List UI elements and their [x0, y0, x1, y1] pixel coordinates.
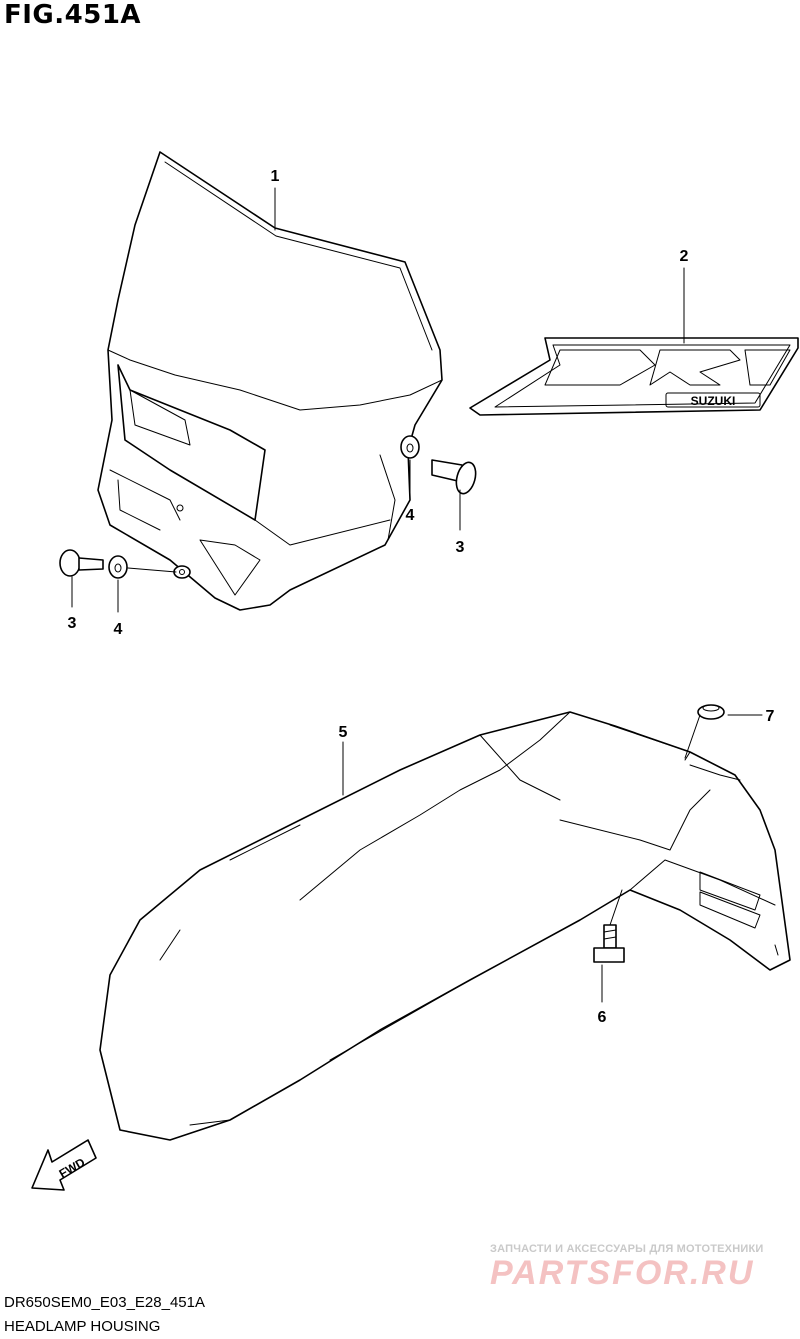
dr-decal: SUZUKI [469, 337, 799, 416]
grommet [697, 704, 725, 720]
callout-4-left: 4 [114, 621, 123, 638]
fender-bolt [593, 924, 625, 963]
watermark-subtitle: ЗАПЧАСТИ И АКСЕССУАРЫ ДЛЯ МОТОТЕХНИКИ [490, 1243, 764, 1255]
front-fender [99, 711, 791, 1141]
headlamp-housing [97, 151, 443, 611]
callout-5: 5 [339, 724, 348, 741]
callout-3-left: 3 [68, 615, 77, 632]
callout-2: 2 [680, 248, 689, 265]
screw-right [431, 459, 477, 495]
diagram-caption: HEADLAMP HOUSING [4, 1318, 161, 1335]
fwd-arrow: FWD [31, 1139, 97, 1191]
diagram-code: DR650SEM0_E03_E28_451A [4, 1294, 205, 1311]
screw-left [59, 549, 104, 577]
leader-lines [71, 187, 763, 1003]
washer-left [108, 555, 128, 579]
callout-7: 7 [766, 708, 775, 725]
callout-6: 6 [598, 1009, 607, 1026]
callout-3-right: 3 [456, 539, 465, 556]
decal-brand-text: SUZUKI [691, 394, 736, 408]
figure-title: FIG.451A [4, 0, 142, 30]
callout-4-right: 4 [406, 507, 415, 524]
watermark-logo: PARTSFOR.RU [490, 1254, 755, 1292]
washer-right [400, 435, 420, 459]
callout-1: 1 [271, 168, 280, 185]
